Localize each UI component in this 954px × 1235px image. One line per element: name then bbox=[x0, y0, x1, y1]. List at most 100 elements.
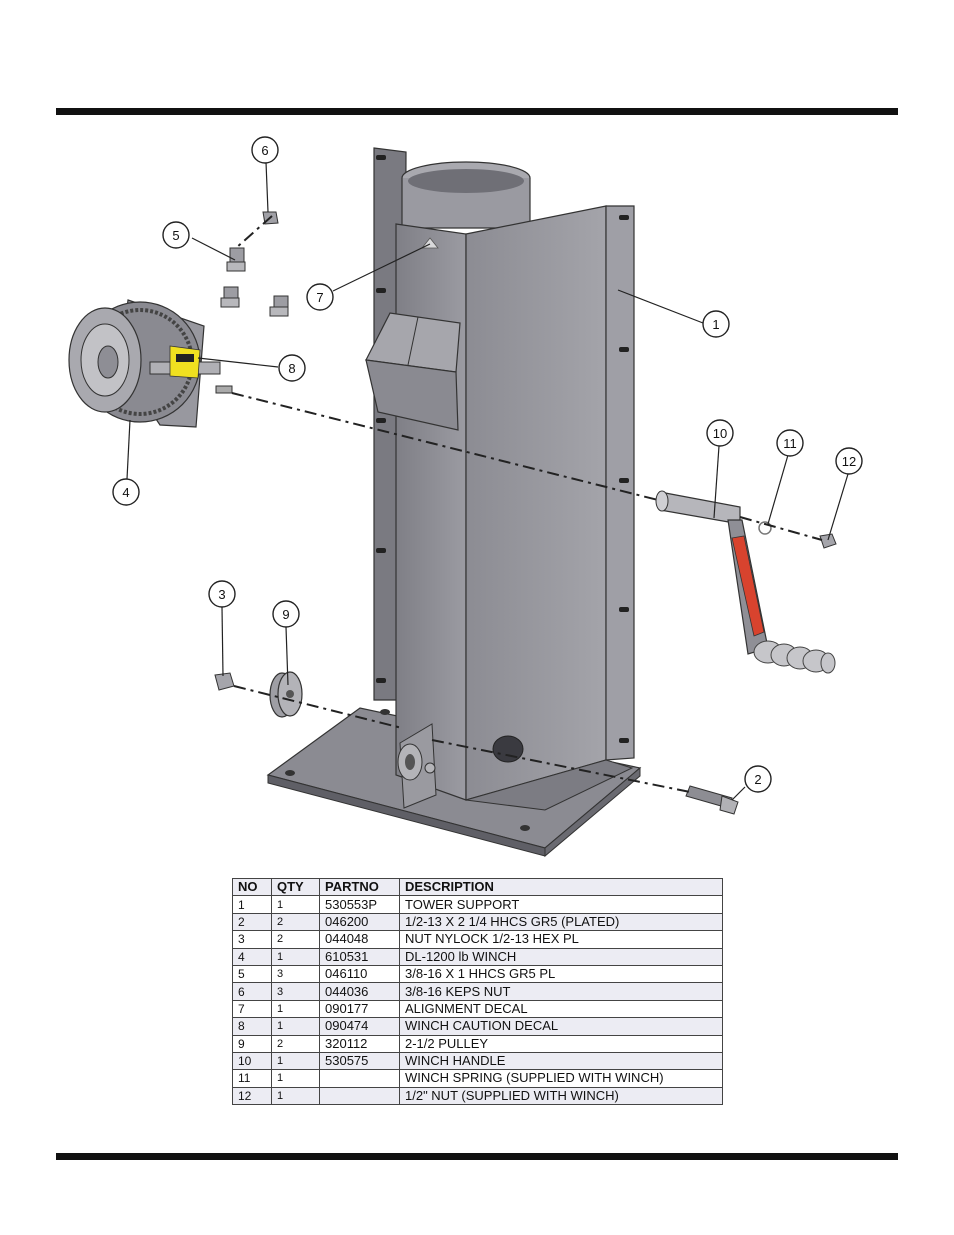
cell-description: 2-1/2 PULLEY bbox=[399, 1034, 723, 1053]
callout-4: 4 bbox=[112, 478, 140, 506]
cell-no: 9 bbox=[232, 1034, 272, 1053]
callout-2: 2 bbox=[744, 765, 772, 793]
cell-partno: 090474 bbox=[319, 1017, 400, 1036]
cell-description: 3/8-16 X 1 HHCS GR5 PL bbox=[399, 964, 723, 984]
cell-qty: 1 bbox=[271, 1051, 320, 1071]
cell-description: DL-1200 lb WINCH bbox=[399, 947, 723, 966]
cell-no: 7 bbox=[232, 999, 272, 1019]
cell-qty: 1 bbox=[271, 1086, 320, 1106]
winch-assembly bbox=[68, 299, 233, 428]
footer-rule bbox=[56, 1153, 898, 1160]
cell-partno bbox=[319, 1086, 400, 1106]
cell-no: 5 bbox=[232, 964, 272, 984]
callout-1: 1 bbox=[702, 310, 730, 338]
cell-partno: 044048 bbox=[319, 930, 400, 949]
callout-9: 9 bbox=[272, 600, 300, 628]
cell-description: WINCH SPRING (SUPPLIED WITH WINCH) bbox=[399, 1069, 723, 1088]
cell-no: 8 bbox=[232, 1017, 272, 1036]
callout-6: 6 bbox=[251, 136, 279, 164]
cell-no: 2 bbox=[232, 912, 272, 932]
leader-lines bbox=[126, 161, 849, 801]
svg-text:6: 6 bbox=[261, 143, 268, 158]
header-partno: PARTNO bbox=[319, 877, 400, 897]
svg-text:3: 3 bbox=[218, 587, 225, 602]
svg-text:11: 11 bbox=[783, 436, 797, 451]
svg-text:4: 4 bbox=[122, 485, 129, 500]
cell-partno: 044036 bbox=[319, 982, 400, 1001]
table-header-row: NO QTY PARTNO DESCRIPTION bbox=[232, 877, 723, 897]
svg-text:1: 1 bbox=[712, 317, 719, 332]
cell-description: 3/8-16 KEPS NUT bbox=[399, 982, 723, 1001]
cell-no: 11 bbox=[232, 1069, 272, 1088]
cell-qty: 1 bbox=[271, 999, 320, 1019]
svg-text:5: 5 bbox=[172, 228, 179, 243]
cell-qty: 2 bbox=[271, 930, 320, 949]
cell-partno: 610531 bbox=[319, 947, 400, 966]
cell-no: 6 bbox=[232, 982, 272, 1001]
svg-text:8: 8 bbox=[288, 361, 295, 376]
cell-partno: 046110 bbox=[319, 964, 400, 984]
cell-description: WINCH HANDLE bbox=[399, 1051, 723, 1071]
header-description: DESCRIPTION bbox=[399, 877, 723, 897]
cell-no: 12 bbox=[232, 1086, 272, 1106]
svg-text:10: 10 bbox=[713, 426, 727, 441]
svg-text:12: 12 bbox=[842, 454, 856, 469]
cell-description: 1/2-13 X 2 1/4 HHCS GR5 (PLATED) bbox=[399, 912, 723, 932]
cell-qty: 1 bbox=[271, 1017, 320, 1036]
callout-10: 10 bbox=[706, 419, 734, 447]
cell-partno: 530575 bbox=[319, 1051, 400, 1071]
cell-qty: 1 bbox=[271, 947, 320, 966]
cell-description: NUT NYLOCK 1/2-13 HEX PL bbox=[399, 930, 723, 949]
svg-text:9: 9 bbox=[282, 607, 289, 622]
cell-description: TOWER SUPPORT bbox=[399, 895, 723, 914]
cell-description: WINCH CAUTION DECAL bbox=[399, 1017, 723, 1036]
svg-text:2: 2 bbox=[754, 772, 761, 787]
cell-qty: 3 bbox=[271, 964, 320, 984]
callout-12: 12 bbox=[835, 447, 863, 475]
cell-no: 4 bbox=[232, 947, 272, 966]
cell-partno: 090177 bbox=[319, 999, 400, 1019]
cell-qty: 2 bbox=[271, 1034, 320, 1053]
header-qty: QTY bbox=[271, 877, 320, 897]
cell-description: 1/2" NUT (SUPPLIED WITH WINCH) bbox=[399, 1086, 723, 1106]
cell-description: ALIGNMENT DECAL bbox=[399, 999, 723, 1019]
cell-partno: 046200 bbox=[319, 912, 400, 932]
callout-11: 11 bbox=[776, 429, 804, 457]
cell-no: 1 bbox=[232, 895, 272, 914]
cell-qty: 1 bbox=[271, 895, 320, 914]
header-no: NO bbox=[232, 877, 272, 897]
callout-5: 5 bbox=[162, 221, 190, 249]
cell-qty: 3 bbox=[271, 982, 320, 1001]
callout-8: 8 bbox=[278, 354, 306, 382]
callout-7: 7 bbox=[306, 283, 334, 311]
cell-no: 10 bbox=[232, 1051, 272, 1071]
cell-no: 3 bbox=[232, 930, 272, 949]
tower-support bbox=[365, 147, 635, 811]
winch-handle bbox=[655, 490, 836, 674]
header-rule bbox=[56, 108, 898, 115]
center-lines bbox=[231, 215, 823, 793]
cell-qty: 2 bbox=[271, 912, 320, 932]
cell-partno: 530553P bbox=[319, 895, 400, 914]
exploded-assembly-diagram: 1 2 3 4 5 6 7 8 9 10 11 12 bbox=[68, 136, 863, 858]
cell-qty: 1 bbox=[271, 1069, 320, 1088]
callout-3: 3 bbox=[208, 580, 236, 608]
pulley-bracket bbox=[397, 723, 437, 809]
svg-text:7: 7 bbox=[316, 290, 323, 305]
cell-partno: 320112 bbox=[319, 1034, 400, 1053]
cell-partno bbox=[319, 1069, 400, 1088]
